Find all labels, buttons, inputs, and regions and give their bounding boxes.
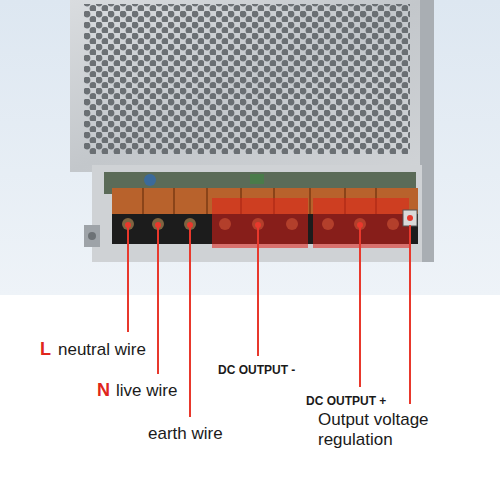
wire-label: neutral wire (58, 340, 146, 360)
housing-side (420, 0, 434, 262)
screw (88, 232, 96, 240)
terminal-letter: N (97, 380, 110, 402)
regulation-label: Output voltage regulation (318, 410, 488, 451)
wire-label: earth wire (148, 424, 223, 444)
output-label: DC OUTPUT + (306, 394, 386, 408)
photo-background (0, 0, 500, 295)
output-label: DC OUTPUT - (218, 363, 295, 377)
component (250, 174, 264, 184)
leader-dots (125, 215, 413, 228)
highlight-box (212, 198, 308, 248)
wire-label: live wire (116, 381, 177, 401)
vent-holes (84, 4, 410, 154)
terminal-letter: L (40, 339, 51, 361)
capacitor (144, 174, 156, 186)
mounting-bracket (84, 225, 100, 247)
housing-top (70, 0, 422, 172)
potentiometer (403, 210, 417, 226)
